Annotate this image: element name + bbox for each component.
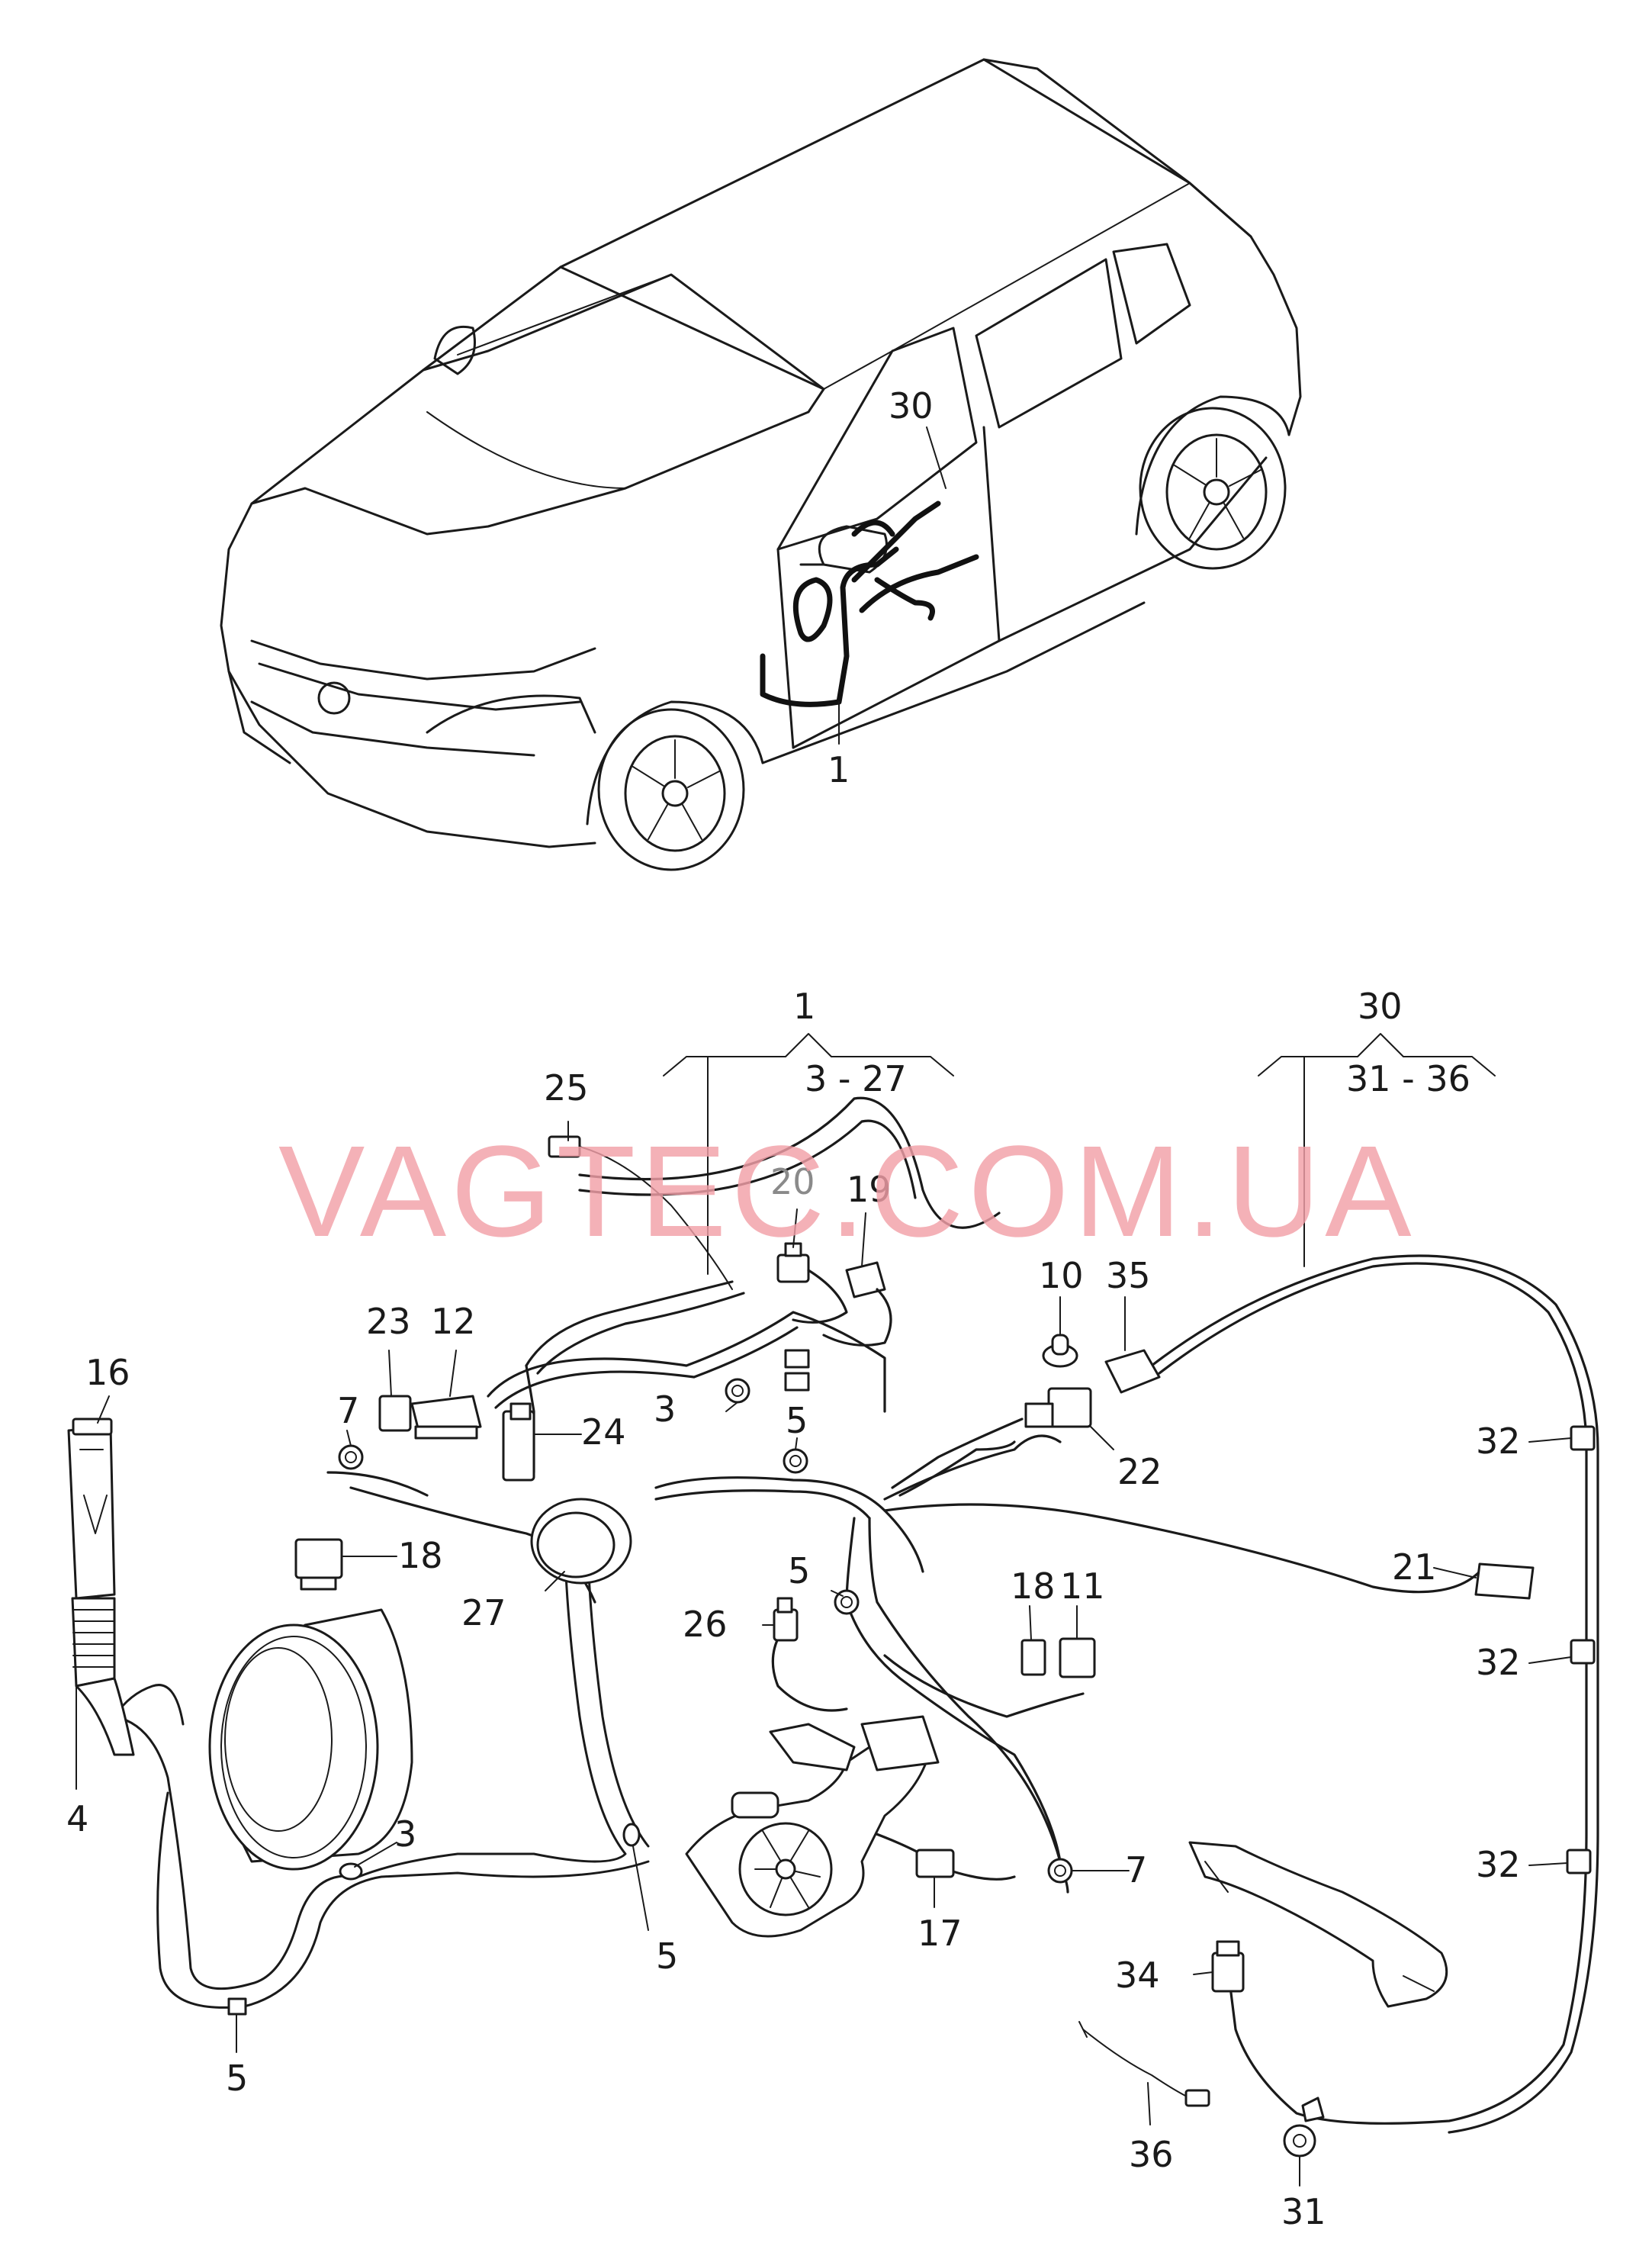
connector-11 (1059, 1637, 1096, 1678)
clip-5-right (622, 1823, 641, 1847)
callout-3-upper: 3 (654, 1389, 676, 1430)
callout-31: 31 (1281, 2191, 1326, 2232)
connector-25 (548, 1135, 733, 1290)
door-wiring-30-cables (1150, 1254, 1599, 2134)
connector-34 (1211, 1940, 1245, 1993)
harness-group-bracket: 1 3 - 27 (663, 986, 954, 1275)
callout-5-mid: 5 (788, 1550, 810, 1591)
callout-7-upper: 7 (337, 1390, 359, 1431)
callout-20: 20 (770, 1161, 815, 1202)
harness-group-range: 3 - 27 (805, 1058, 907, 1099)
clip-3-lower (339, 1862, 363, 1881)
callout-5-lower: 5 (226, 2058, 248, 2099)
connector-19 (845, 1261, 886, 1298)
clip-7-lower (1047, 1858, 1073, 1884)
connector-17 (915, 1849, 955, 1878)
grommet-27 (530, 1498, 632, 1585)
callout-7-lower: 7 (1125, 1849, 1147, 1891)
callout-labels: 25 20 19 23 12 24 16 7 18 3 5 5 26 27 4 … (66, 1067, 1521, 2232)
boot-4 (71, 1597, 135, 1756)
relay-12 (410, 1395, 482, 1440)
callout-32-bot: 32 (1476, 1844, 1521, 1885)
callout-11: 11 (1060, 1566, 1105, 1607)
callout-21: 21 (1392, 1546, 1437, 1588)
callout-12: 12 (431, 1301, 476, 1342)
connector-23 (378, 1395, 412, 1432)
door-handle (1188, 1841, 1448, 2008)
callout-5-upper: 5 (786, 1400, 808, 1441)
callout-32-top: 32 (1476, 1421, 1521, 1462)
wiring-group-range: 31 - 36 (1346, 1058, 1470, 1099)
loudspeaker (208, 1608, 413, 1871)
car-callout-1: 1 (828, 701, 850, 790)
clip-32-mid (1570, 1639, 1596, 1665)
connector-18-right (1020, 1639, 1046, 1676)
callout-25: 25 (544, 1067, 589, 1109)
window-motor (685, 1715, 940, 1938)
callout-5-right: 5 (656, 1936, 678, 1977)
car-callout-30: 30 (889, 385, 947, 489)
callout-22: 22 (1117, 1451, 1162, 1492)
connector-18-left (294, 1538, 343, 1591)
car-illustration (220, 58, 1302, 871)
callout-32-mid: 32 (1476, 1642, 1521, 1683)
wiring-group-bracket: 30 31 - 36 (1258, 986, 1496, 1267)
connector-26 (773, 1597, 799, 1642)
watermark: VAGTEC.COM.UA (278, 1119, 1416, 1264)
leader-lines (76, 1121, 1572, 2187)
clip-32-top (1570, 1425, 1596, 1451)
grommet-31 (1283, 2096, 1325, 2158)
callout-36: 36 (1129, 2134, 1174, 2175)
connector-22 (1024, 1387, 1092, 1428)
connector-21 (1474, 1562, 1535, 1600)
callout-4: 4 (66, 1798, 88, 1839)
callout-23: 23 (366, 1301, 411, 1342)
callout-16: 16 (85, 1352, 130, 1393)
connector-16 (67, 1418, 116, 1600)
clip-3-upper (725, 1378, 750, 1404)
clip-10 (1042, 1334, 1078, 1368)
callout-18-right: 18 (1011, 1566, 1056, 1607)
callout-18-left: 18 (398, 1535, 443, 1576)
callout-35: 35 (1106, 1255, 1151, 1296)
ground-cable-36 (1078, 2021, 1210, 2107)
clip-5-lower (227, 1997, 247, 2016)
callout-24: 24 (581, 1411, 626, 1453)
connector-small-upper (784, 1349, 810, 1392)
clip-7-upper (338, 1444, 364, 1470)
callout-34: 34 (1115, 1955, 1160, 1996)
callout-17: 17 (918, 1913, 963, 1954)
clip-5-upper (783, 1448, 808, 1474)
callout-19: 19 (847, 1169, 892, 1210)
callout-27: 27 (461, 1592, 506, 1633)
wiring-group-number: 30 (1358, 986, 1403, 1027)
connector-24 (502, 1402, 535, 1482)
car-callout-1-label: 1 (828, 749, 850, 790)
connector-35 (1104, 1349, 1161, 1394)
callout-3-lower: 3 (394, 1813, 416, 1855)
callout-26: 26 (683, 1604, 728, 1645)
clip-32-bot (1566, 1849, 1592, 1874)
car-callout-30-label: 30 (889, 385, 934, 426)
clip-5-mid (834, 1589, 860, 1615)
callout-10: 10 (1039, 1255, 1084, 1296)
harness-group-number: 1 (793, 986, 815, 1027)
